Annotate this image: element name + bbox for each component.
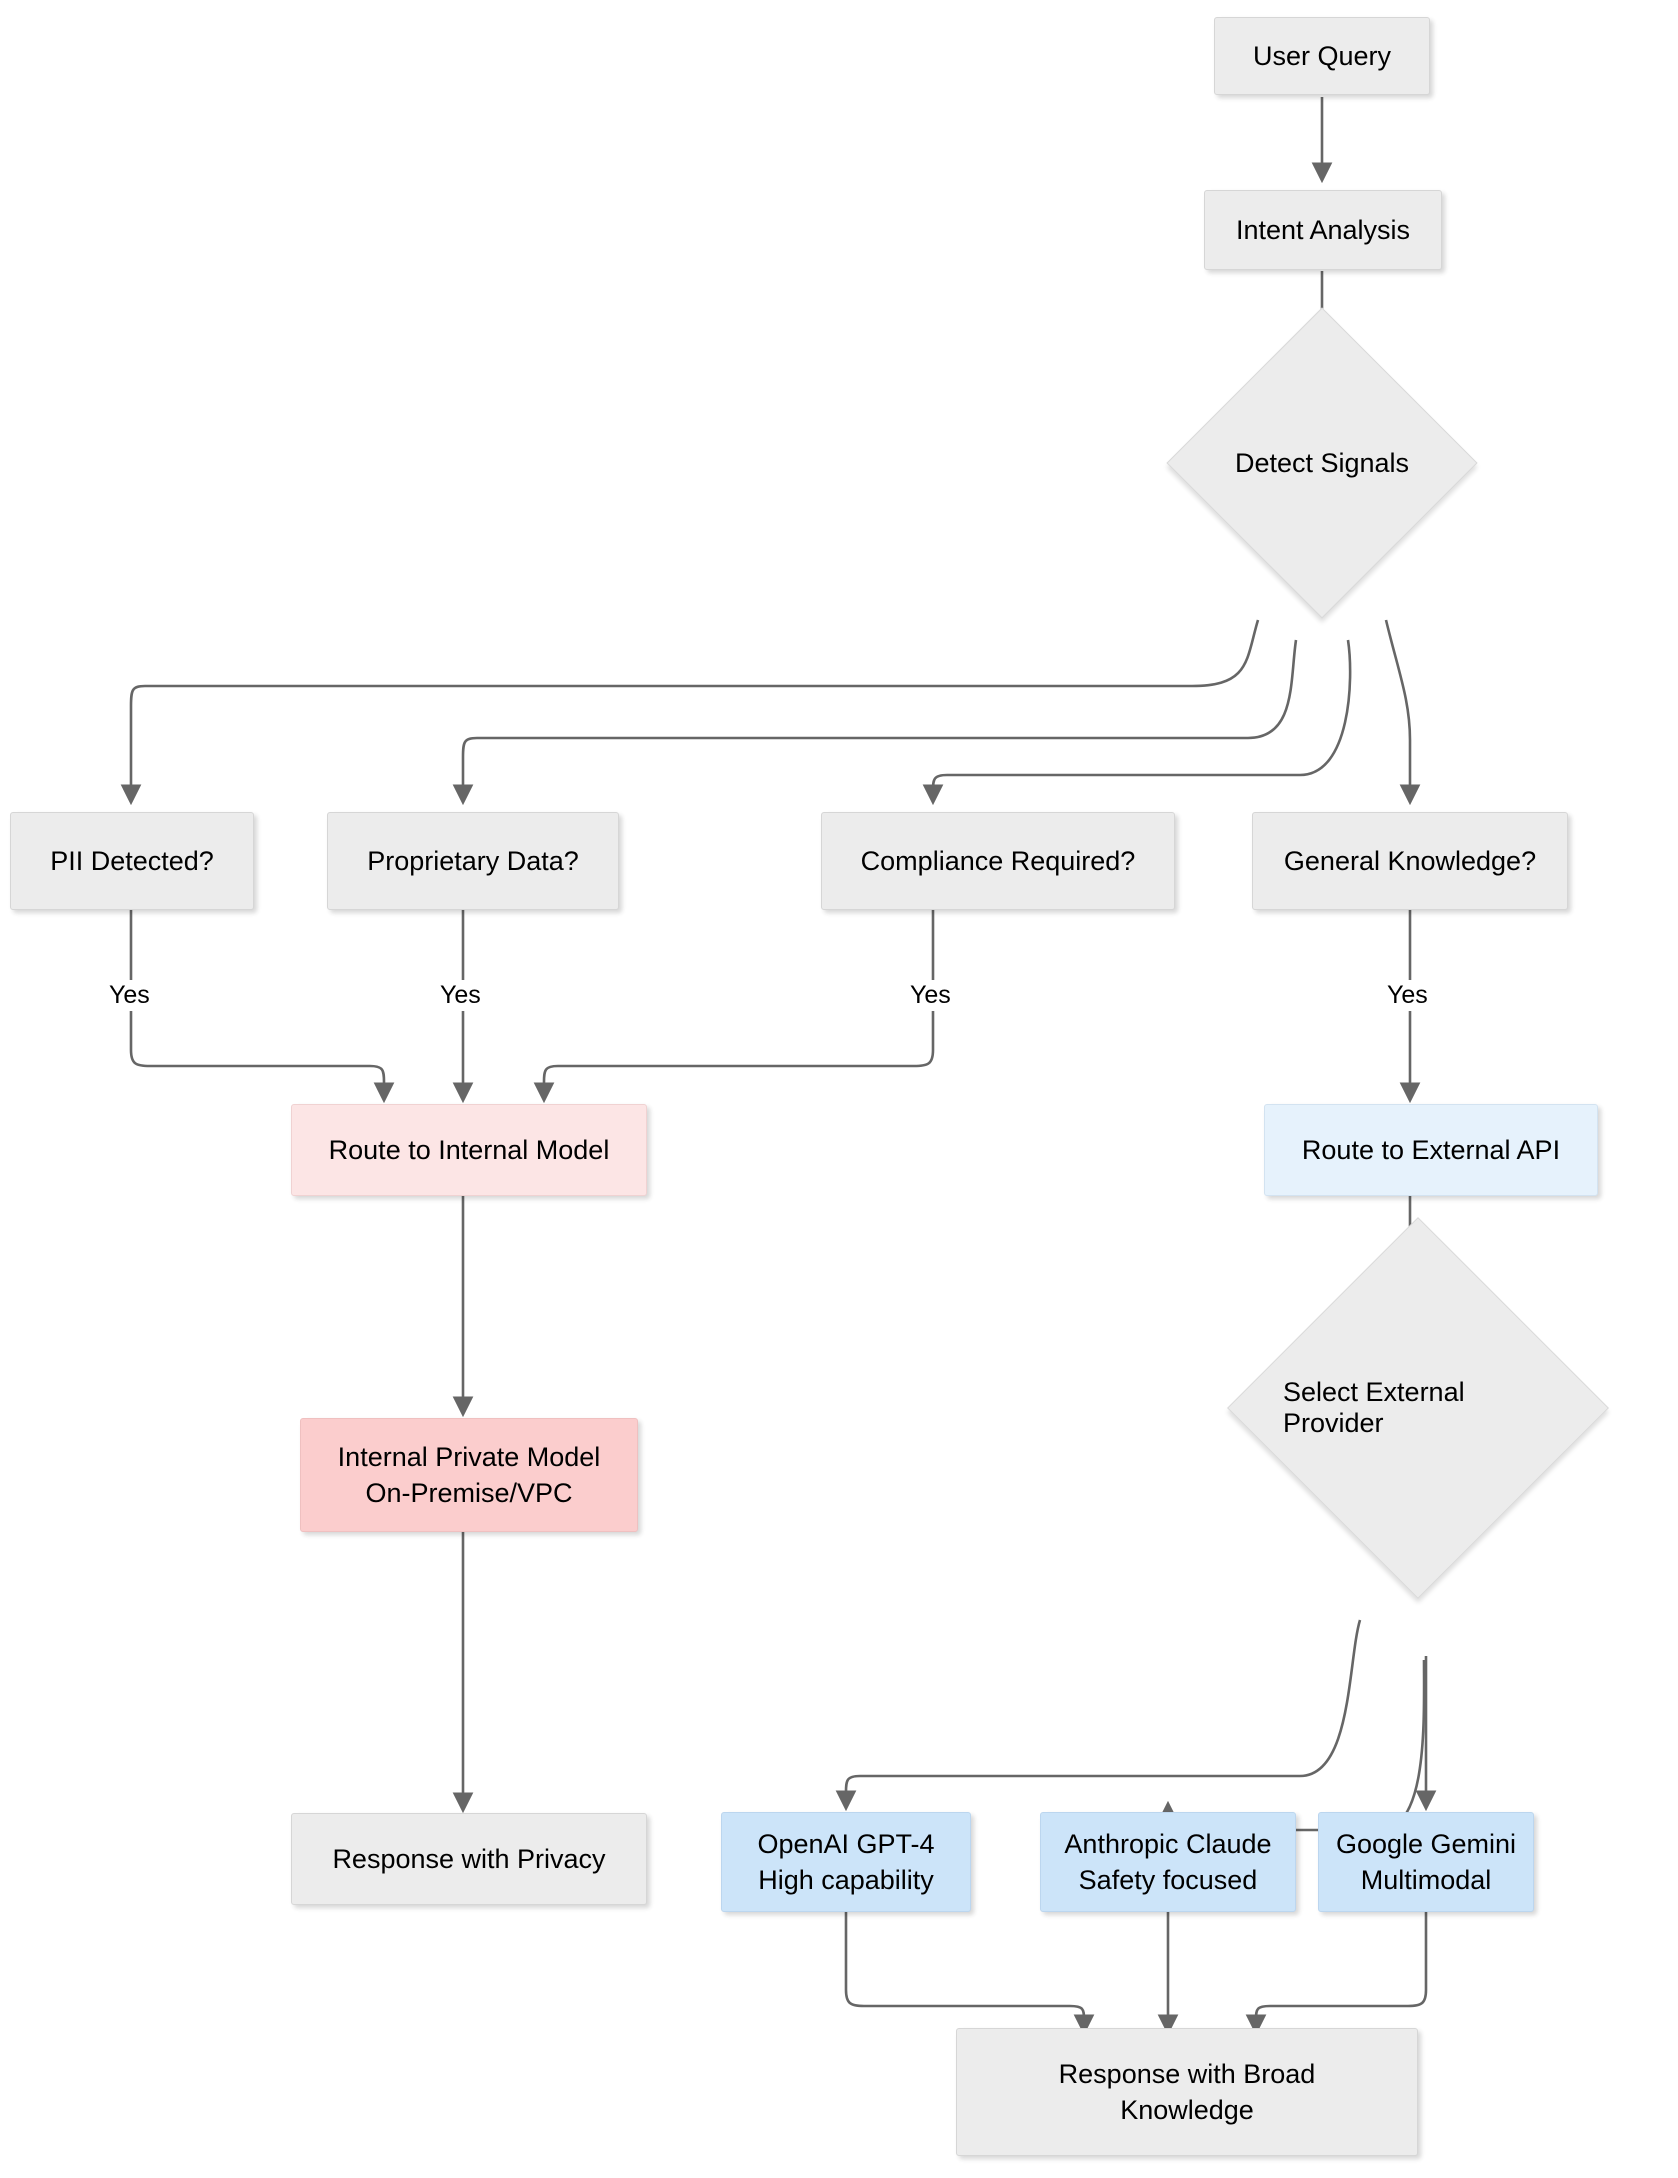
node-internal-private-model-label: Internal Private Model On-Premise/VPC bbox=[337, 1441, 601, 1508]
node-detect-signals[interactable]: Detect Signals bbox=[1166, 307, 1478, 619]
node-anthropic-claude-label: Anthropic Claude Safety focused bbox=[1064, 1828, 1272, 1895]
node-pii-detected[interactable]: PII Detected? bbox=[10, 812, 254, 910]
node-intent-analysis-label: Intent Analysis bbox=[1235, 214, 1411, 245]
node-proprietary-data[interactable]: Proprietary Data? bbox=[327, 812, 619, 910]
node-select-external-provider[interactable]: Select External Provider bbox=[1227, 1217, 1609, 1599]
node-proprietary-data-label: Proprietary Data? bbox=[367, 845, 579, 876]
node-google-gemini[interactable]: Google Gemini Multimodal bbox=[1318, 1812, 1534, 1912]
node-openai-gpt4-label: OpenAI GPT-4 High capability bbox=[757, 1828, 935, 1895]
node-user-query[interactable]: User Query bbox=[1214, 17, 1430, 95]
node-general-knowledge[interactable]: General Knowledge? bbox=[1252, 812, 1568, 910]
edge-detect-to-general bbox=[1384, 619, 1421, 806]
edge-detect-to-pii bbox=[120, 619, 1260, 806]
node-user-query-label: User Query bbox=[1252, 40, 1392, 71]
node-response-with-broad-knowledge[interactable]: Response with Broad Knowledge bbox=[956, 2028, 1418, 2156]
node-general-knowledge-label: General Knowledge? bbox=[1283, 845, 1537, 876]
edge-select-to-openai bbox=[835, 1619, 1362, 1812]
node-route-to-external-api-label: Route to External API bbox=[1301, 1134, 1561, 1165]
node-intent-analysis[interactable]: Intent Analysis bbox=[1204, 190, 1442, 270]
node-google-gemini-label: Google Gemini Multimodal bbox=[1335, 1828, 1517, 1895]
node-response-with-broad-knowledge-label: Response with Broad Knowledge bbox=[1058, 2058, 1316, 2125]
edge-label-general-yes: Yes bbox=[1381, 980, 1434, 1011]
node-response-with-privacy[interactable]: Response with Privacy bbox=[291, 1813, 647, 1905]
node-compliance-required[interactable]: Compliance Required? bbox=[821, 812, 1175, 910]
node-anthropic-claude[interactable]: Anthropic Claude Safety focused bbox=[1040, 1812, 1296, 1912]
edge-label-proprietary-yes: Yes bbox=[434, 980, 487, 1011]
edge-openai-to-response-broad bbox=[844, 1910, 1095, 2036]
node-openai-gpt4[interactable]: OpenAI GPT-4 High capability bbox=[721, 1812, 971, 1912]
node-detect-signals-label: Detect Signals bbox=[1234, 447, 1410, 478]
node-select-external-provider-label: Select External Provider bbox=[1283, 1377, 1465, 1438]
edge-detect-to-proprietary bbox=[452, 639, 1298, 806]
node-route-to-external-api[interactable]: Route to External API bbox=[1264, 1104, 1598, 1196]
edge-detect-to-compliance bbox=[922, 639, 1352, 806]
node-route-to-internal-model-label: Route to Internal Model bbox=[328, 1134, 610, 1165]
edge-compliance-to-route-internal bbox=[533, 910, 935, 1104]
node-internal-private-model[interactable]: Internal Private Model On-Premise/VPC bbox=[300, 1418, 638, 1532]
edge-label-pii-yes: Yes bbox=[103, 980, 156, 1011]
edge-pii-to-route-internal bbox=[129, 910, 395, 1104]
node-response-with-privacy-label: Response with Privacy bbox=[332, 1843, 606, 1874]
edge-label-compliance-yes: Yes bbox=[904, 980, 957, 1011]
node-pii-detected-label: PII Detected? bbox=[50, 845, 214, 876]
node-route-to-internal-model[interactable]: Route to Internal Model bbox=[291, 1104, 647, 1196]
edge-google-to-response-broad bbox=[1245, 1910, 1428, 2036]
node-compliance-required-label: Compliance Required? bbox=[860, 845, 1136, 876]
